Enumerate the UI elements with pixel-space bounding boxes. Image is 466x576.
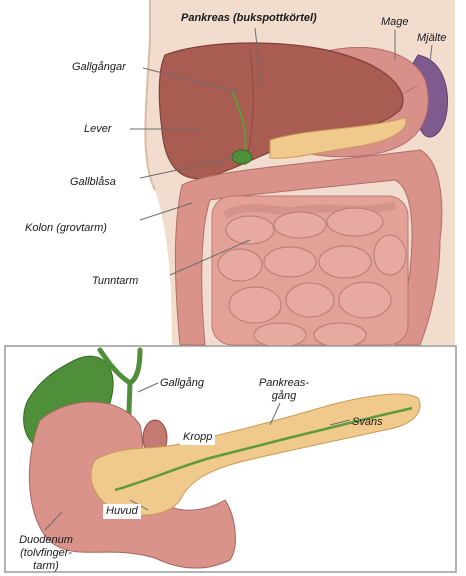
label-gallbladder: Gallblåsa [67, 175, 119, 190]
label-head: Huvud [103, 504, 141, 519]
label-bile-ducts: Gallgångar [69, 60, 129, 75]
label-bile-duct: Gallgång [160, 377, 204, 390]
label-small-intestine: Tunntarm [89, 274, 141, 289]
small-intestine-shape [212, 196, 408, 347]
label-duodenum: Duodenum (tolvfinger- tarm) [8, 534, 84, 573]
label-colon: Kolon (grovtarm) [22, 221, 110, 236]
label-tail: Svans [352, 416, 383, 429]
label-stomach: Mage [381, 16, 409, 29]
label-pancreatic-duct: Pankreas- gång [254, 377, 314, 403]
label-liver: Lever [81, 122, 115, 137]
gallbladder-shape [232, 150, 252, 164]
label-pancreas: Pankreas (bukspottkörtel) [181, 12, 317, 25]
label-spleen: Mjälte [417, 32, 446, 45]
label-body: Kropp [180, 430, 215, 445]
